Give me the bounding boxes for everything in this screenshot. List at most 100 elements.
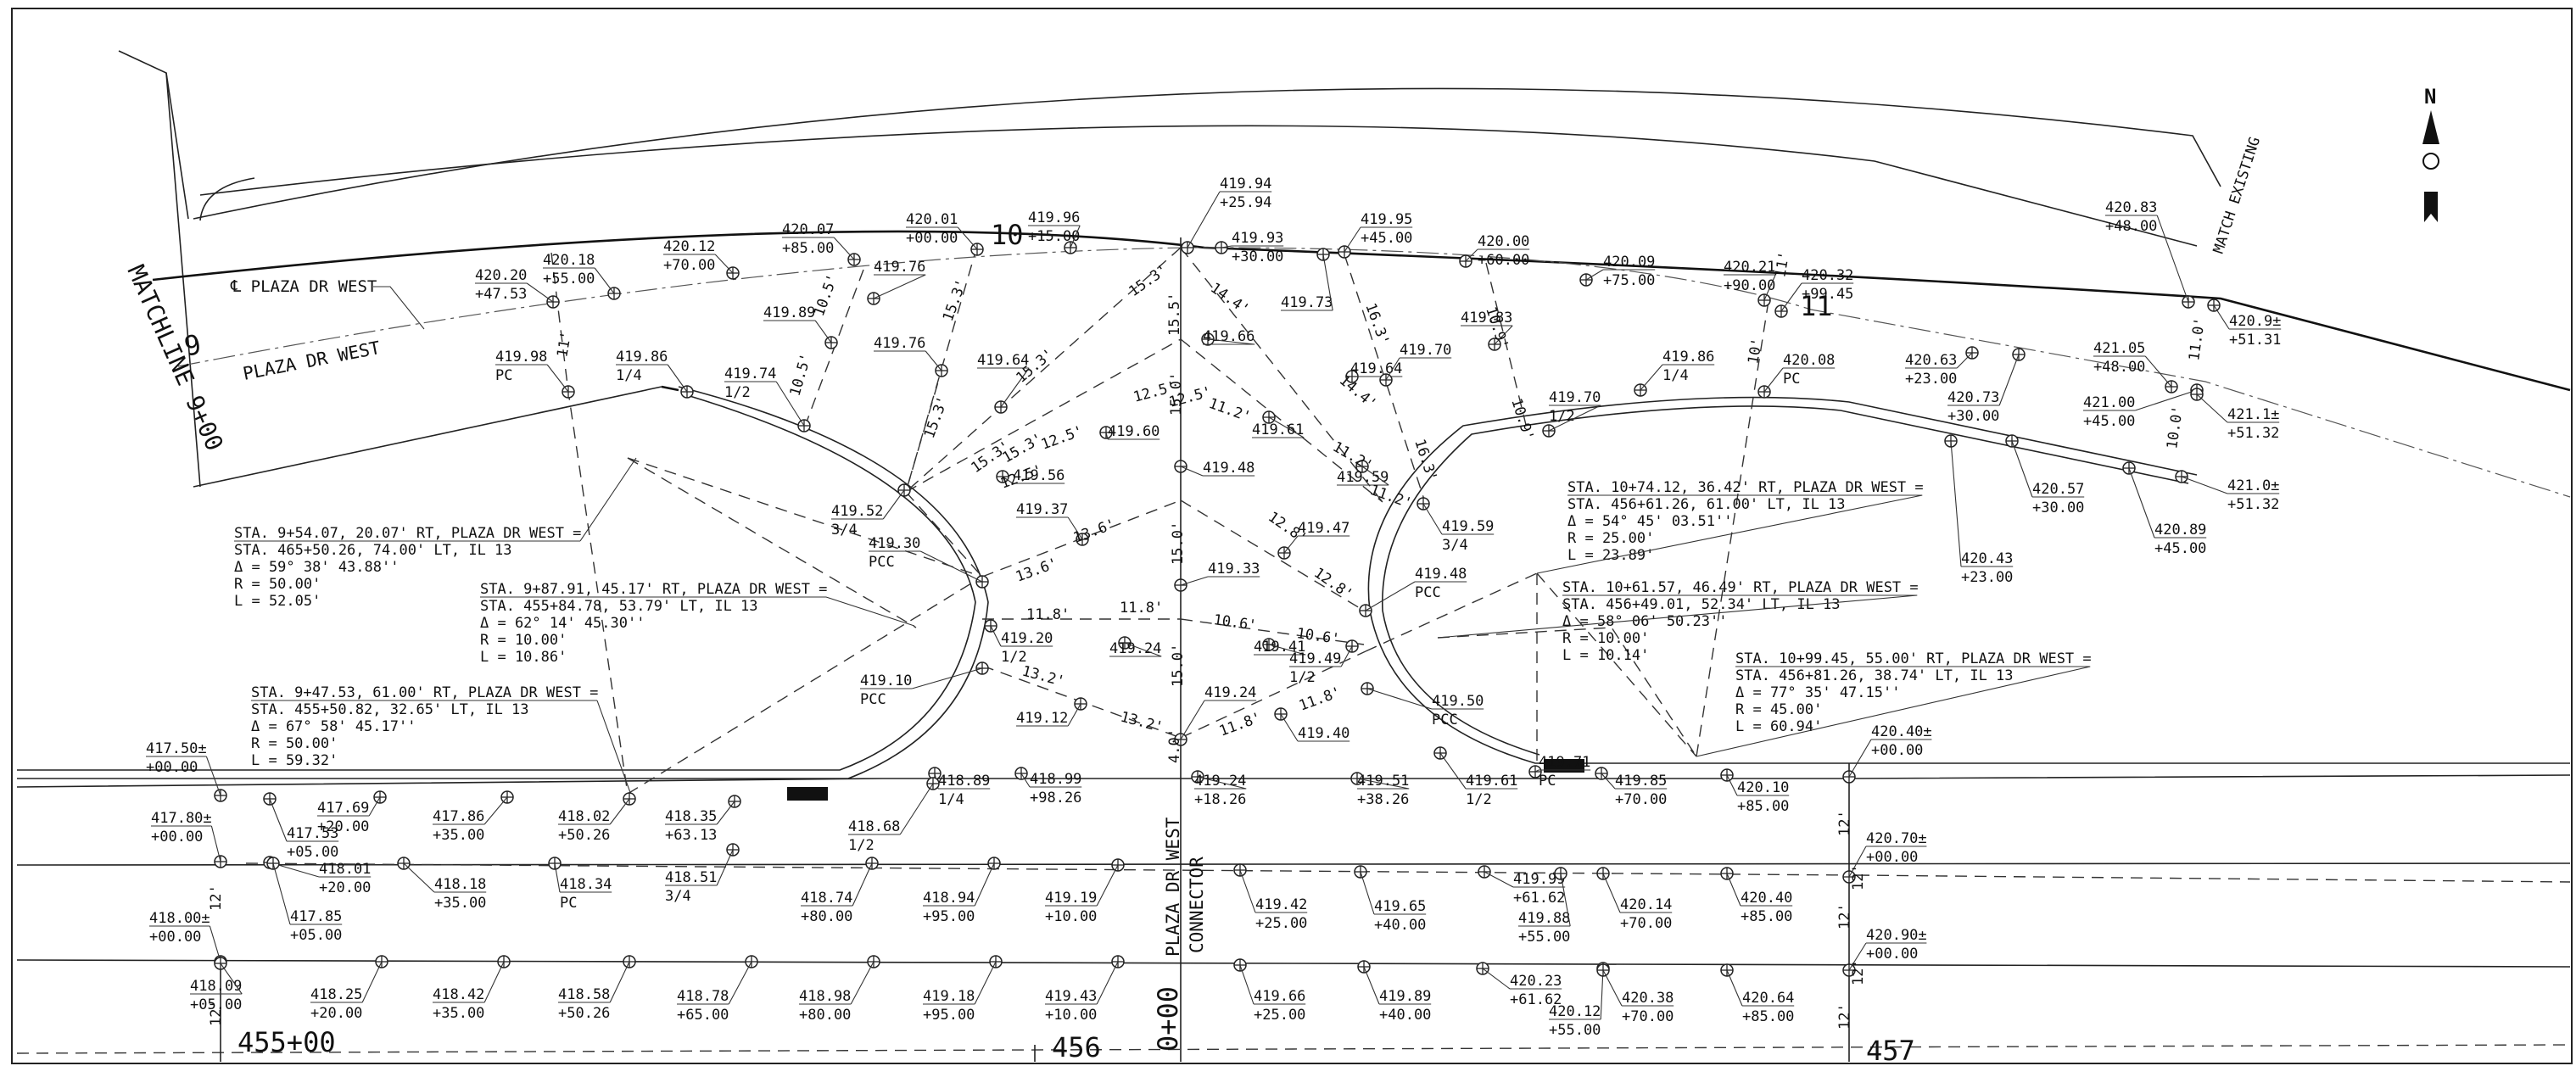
elevation-value: 419.70: [1549, 389, 1601, 406]
spot-elevation: 419.88+55.00: [1518, 867, 1571, 946]
spot-elevation-layer: 420.20+47.53420.18+55.00420.12+70.00420.…: [146, 176, 2281, 1039]
elevation-value: 418.09: [190, 978, 242, 995]
dimension-label: 16.3': [1411, 437, 1440, 483]
spot-elevation: 420.07+85.00: [782, 221, 861, 266]
station-offset: +30.00: [1232, 248, 1283, 265]
elevation-value: 419.70: [1400, 342, 1451, 359]
spot-elevation: 419.61: [1252, 410, 1305, 438]
curve-data-line: STA. 456+49.01, 52.34' LT, IL 13: [1562, 596, 1841, 613]
spot-elevation: 420.00+60.00: [1459, 233, 1529, 269]
station-offset: +85.00: [1741, 908, 1792, 925]
station-offset: 3/4: [1442, 537, 1468, 554]
curve-data-line: L = 23.89': [1567, 547, 1654, 564]
station-offset: +51.32: [2227, 496, 2279, 513]
elevation-value: 419.52: [831, 503, 883, 520]
elevation-value: 420.10: [1737, 779, 1789, 796]
spot-elevation: 420.01+00.00: [906, 211, 984, 256]
dimension-label: 10.5': [787, 352, 815, 399]
elevation-value: 420.20: [475, 267, 527, 284]
spot-elevation: 418.42+35.00: [433, 955, 511, 1022]
elevation-value: 419.85: [1615, 773, 1667, 790]
station-offset: +23.00: [1905, 371, 1957, 388]
elevation-value: 418.02: [558, 808, 610, 825]
station-labels: 9 10 11 455+00 456 457: [182, 219, 1915, 1066]
elevation-value: 418.51: [665, 869, 717, 886]
elevation-value: 418.42: [433, 986, 484, 1003]
station-offset: +55.00: [1549, 1022, 1601, 1039]
spot-elevation: 420.43+23.00: [1944, 434, 2013, 586]
connector-label-1: PLAZA DR WEST: [1163, 817, 1183, 957]
station-offset: PC: [1783, 371, 1800, 388]
elevation-value: 419.61: [1252, 421, 1304, 438]
curve-data-callout: STA. 10+61.57, 46.49' RT, PLAZA DR WEST …: [1437, 579, 1919, 664]
spot-elevation: 418.94+95.00: [923, 857, 1001, 925]
station-offset: +98.26: [1030, 790, 1081, 806]
elevation-value: 417.80±: [151, 810, 212, 827]
sheet-labels: MATCHLINE 9+00 MATCH EXISTING PLAZA DR W…: [122, 135, 2264, 1052]
spot-elevation: 420.90±+00.00: [1842, 927, 1927, 977]
station-offset: +10.00: [1045, 908, 1097, 925]
elevation-value: 420.08: [1783, 352, 1835, 369]
spot-elevation: 417.85+05.00: [266, 857, 342, 944]
spot-elevation: 418.01+20.00: [263, 856, 371, 896]
spot-elevation: 419.24: [1109, 636, 1161, 657]
elevation-value: 418.99: [1030, 771, 1081, 788]
spot-elevation: 419.24: [1174, 684, 1256, 746]
elevation-value: 417.53: [287, 825, 338, 842]
elevation-value: 420.01: [906, 211, 958, 228]
north-arrow: N: [2422, 85, 2439, 222]
elevation-value: 419.61: [1466, 773, 1517, 790]
station-offset: +25.00: [1255, 915, 1307, 932]
dimension-label: 13.6': [1071, 516, 1118, 546]
elevation-value: 417.50±: [146, 740, 207, 757]
spot-elevation: 419.12: [1016, 697, 1087, 727]
station-offset: 1/2: [1549, 408, 1575, 425]
elevation-value: 419.30: [869, 535, 920, 552]
elevation-value: 421.05: [2093, 340, 2145, 357]
spot-elevation: 418.18+35.00: [397, 857, 486, 912]
elevation-value: 419.50: [1432, 693, 1484, 710]
north-label: N: [2424, 85, 2436, 109]
dimension-label: 13.6': [1014, 555, 1060, 585]
curve-data-line: R = 45.00': [1735, 701, 1822, 718]
elevation-value: 419.20: [1001, 630, 1053, 647]
elevation-value: 420.40: [1741, 890, 1792, 907]
station-offset: +20.00: [310, 1005, 362, 1022]
spot-elevation: 419.861/4: [1634, 349, 1714, 397]
station-offset: +63.13: [665, 827, 717, 844]
spot-elevation: 418.09+05.00: [190, 957, 243, 1013]
spot-elevation: 420.21+90.00: [1724, 259, 1776, 307]
spot-elevation: 419.64: [1345, 360, 1402, 383]
elevation-value: 419.24: [1204, 684, 1256, 701]
spot-elevation: 419.76: [867, 259, 926, 305]
elevation-value: 419.48: [1203, 460, 1254, 477]
elevation-value: 420.90±: [1866, 927, 1927, 944]
spot-elevation: 419.65+40.00: [1354, 865, 1426, 934]
spot-elevation: 419.861/4: [616, 349, 694, 399]
dimension-label: 12': [208, 1000, 225, 1026]
curve-data-callout: STA. 9+54.07, 20.07' RT, PLAZA DR WEST =…: [234, 457, 637, 610]
station-offset: +70.00: [1620, 915, 1672, 932]
spot-elevation: 419.51+38.26: [1350, 772, 1409, 808]
station-offset: 3/4: [665, 888, 691, 905]
curve-data-line: STA. 9+47.53, 61.00' RT, PLAZA DR WEST =: [251, 684, 598, 701]
station-label: 457: [1866, 1035, 1915, 1066]
spot-elevation: 419.89+40.00: [1357, 960, 1431, 1024]
spot-elevation: 419.93+30.00: [1215, 230, 1283, 265]
spot-elevation: 420.89+45.00: [2122, 461, 2206, 557]
spot-elevation: 418.74+80.00: [801, 857, 879, 925]
dimension-label: 11.8': [1217, 709, 1264, 740]
spot-elevation: 418.51 3/4: [665, 843, 740, 905]
station-offset: +25.00: [1254, 1007, 1305, 1024]
spot-elevation: 420.10+85.00: [1720, 768, 1789, 815]
elevation-value: 420.23: [1510, 973, 1562, 990]
station-offset: +70.00: [1615, 791, 1667, 808]
station-offset: +38.26: [1357, 791, 1409, 808]
elevation-value: 420.09: [1603, 254, 1655, 271]
match-existing-label: MATCH EXISTING: [2210, 135, 2264, 255]
curve-data-line: STA. 456+81.26, 38.74' LT, IL 13: [1735, 667, 2014, 684]
station-offset: +70.00: [663, 257, 715, 274]
